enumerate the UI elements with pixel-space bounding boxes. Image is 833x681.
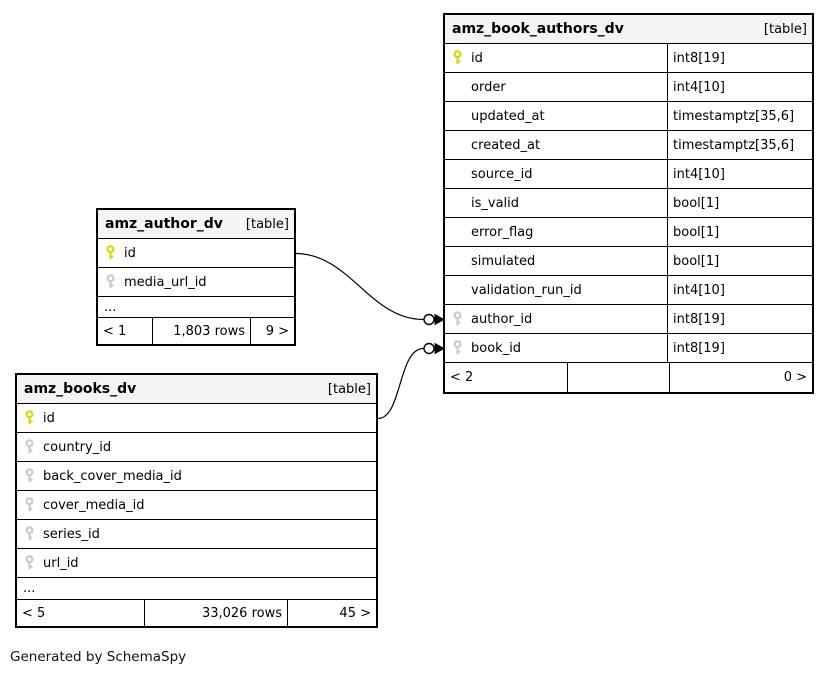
column-name: created_at <box>471 137 541 153</box>
column-name: book_id <box>471 340 522 356</box>
related-tables-count: < 2 <box>450 370 474 385</box>
zero-circle-icon <box>423 313 435 326</box>
table-row: series_id <box>17 520 376 549</box>
column-name: order <box>471 79 506 95</box>
column-name: url_id <box>43 555 79 571</box>
foreign-key-icon <box>22 497 37 513</box>
column-name: validation_run_id <box>471 282 582 298</box>
foreign-key-icon <box>22 526 37 542</box>
column-type: bool[1] <box>667 247 812 275</box>
foreign-key-icon <box>22 468 37 484</box>
column-type: int4[10] <box>667 160 812 188</box>
table-row: simulated bool[1] <box>445 247 812 276</box>
children-count: 0 > <box>669 363 812 392</box>
children-count: 9 > <box>250 318 294 344</box>
table-row: author_id int8[19] <box>445 305 812 334</box>
column-name: updated_at <box>471 108 545 124</box>
table-footer: < 2 0 > <box>445 363 812 392</box>
table-row: id <box>98 239 294 268</box>
column-type: timestamptz[35,6] <box>667 131 812 159</box>
column-name: author_id <box>471 311 533 327</box>
relationship-line-author-id <box>295 252 445 326</box>
column-name: simulated <box>471 253 536 269</box>
column-type: int4[10] <box>667 276 812 304</box>
table-node-amz-author-dv[interactable]: amz_author_dv [table] id media_url_id ..… <box>96 208 296 346</box>
table-node-amz-book-authors-dv[interactable]: amz_book_authors_dv [table] id int8[19] … <box>443 13 814 394</box>
children-count: 45 > <box>287 600 376 626</box>
primary-key-icon <box>450 50 465 66</box>
table-row: back_cover_media_id <box>17 462 376 491</box>
table-row: id int8[19] <box>445 44 812 73</box>
column-type: bool[1] <box>667 218 812 246</box>
column-name: error_flag <box>471 224 534 240</box>
row-count <box>567 363 669 392</box>
column-type: int8[19] <box>667 44 812 72</box>
foreign-key-icon <box>22 555 37 571</box>
column-type: int8[19] <box>667 334 812 362</box>
table-row: created_at timestamptz[35,6] <box>445 131 812 160</box>
table-row: cover_media_id <box>17 491 376 520</box>
related-tables-count: < 5 <box>22 605 46 621</box>
column-type: int4[10] <box>667 73 812 101</box>
row-count: 1,803 rows <box>152 318 250 344</box>
table-title[interactable]: amz_author_dv <box>105 216 223 232</box>
table-row: media_url_id <box>98 268 294 297</box>
column-name: cover_media_id <box>43 497 145 513</box>
table-header[interactable]: amz_book_authors_dv [table] <box>445 15 812 44</box>
column-type: bool[1] <box>667 189 812 217</box>
table-row: id <box>17 404 376 433</box>
table-row: country_id <box>17 433 376 462</box>
column-name: id <box>471 50 483 66</box>
table-footer: < 5 33,026 rows 45 > <box>17 600 376 626</box>
table-header[interactable]: amz_books_dv [table] <box>17 375 376 404</box>
arrowhead-icon <box>434 313 445 326</box>
table-title[interactable]: amz_book_authors_dv <box>452 21 624 37</box>
column-name: source_id <box>471 166 533 182</box>
zero-circle-icon <box>423 342 435 355</box>
column-name: media_url_id <box>124 274 207 290</box>
table-row: updated_at timestamptz[35,6] <box>445 102 812 131</box>
table-row: source_id int4[10] <box>445 160 812 189</box>
table-row: order int4[10] <box>445 73 812 102</box>
table-kind-label: [table] <box>763 21 807 37</box>
table-node-amz-books-dv[interactable]: amz_books_dv [table] id country_id back_… <box>15 373 378 628</box>
foreign-key-icon <box>450 340 465 356</box>
more-columns-ellipsis: ... <box>98 297 294 318</box>
table-row: error_flag bool[1] <box>445 218 812 247</box>
column-name: id <box>124 245 136 261</box>
related-tables-count: < 1 <box>103 323 127 339</box>
table-kind-label: [table] <box>245 216 289 232</box>
table-row: validation_run_id int4[10] <box>445 276 812 305</box>
more-columns-ellipsis: ... <box>17 578 376 600</box>
column-name: back_cover_media_id <box>43 468 182 484</box>
relationship-line-book-id <box>377 342 445 420</box>
table-header[interactable]: amz_author_dv [table] <box>98 210 294 239</box>
table-row: is_valid bool[1] <box>445 189 812 218</box>
table-title[interactable]: amz_books_dv <box>24 381 137 397</box>
column-name: series_id <box>43 526 100 542</box>
table-row: book_id int8[19] <box>445 334 812 363</box>
foreign-key-icon <box>22 439 37 455</box>
generated-by-note: Generated by SchemaSpy <box>10 649 187 665</box>
column-name: is_valid <box>471 195 520 211</box>
row-count: 33,026 rows <box>144 600 287 626</box>
foreign-key-icon <box>450 311 465 327</box>
table-footer: < 1 1,803 rows 9 > <box>98 318 294 344</box>
arrowhead-icon <box>434 342 445 355</box>
table-row: url_id <box>17 549 376 578</box>
primary-key-icon <box>103 245 118 261</box>
column-name: id <box>43 410 55 426</box>
foreign-key-icon <box>103 274 118 290</box>
table-kind-label: [table] <box>327 381 371 397</box>
column-name: country_id <box>43 439 112 455</box>
primary-key-icon <box>22 410 37 426</box>
column-type: int8[19] <box>667 305 812 333</box>
column-type: timestamptz[35,6] <box>667 102 812 130</box>
